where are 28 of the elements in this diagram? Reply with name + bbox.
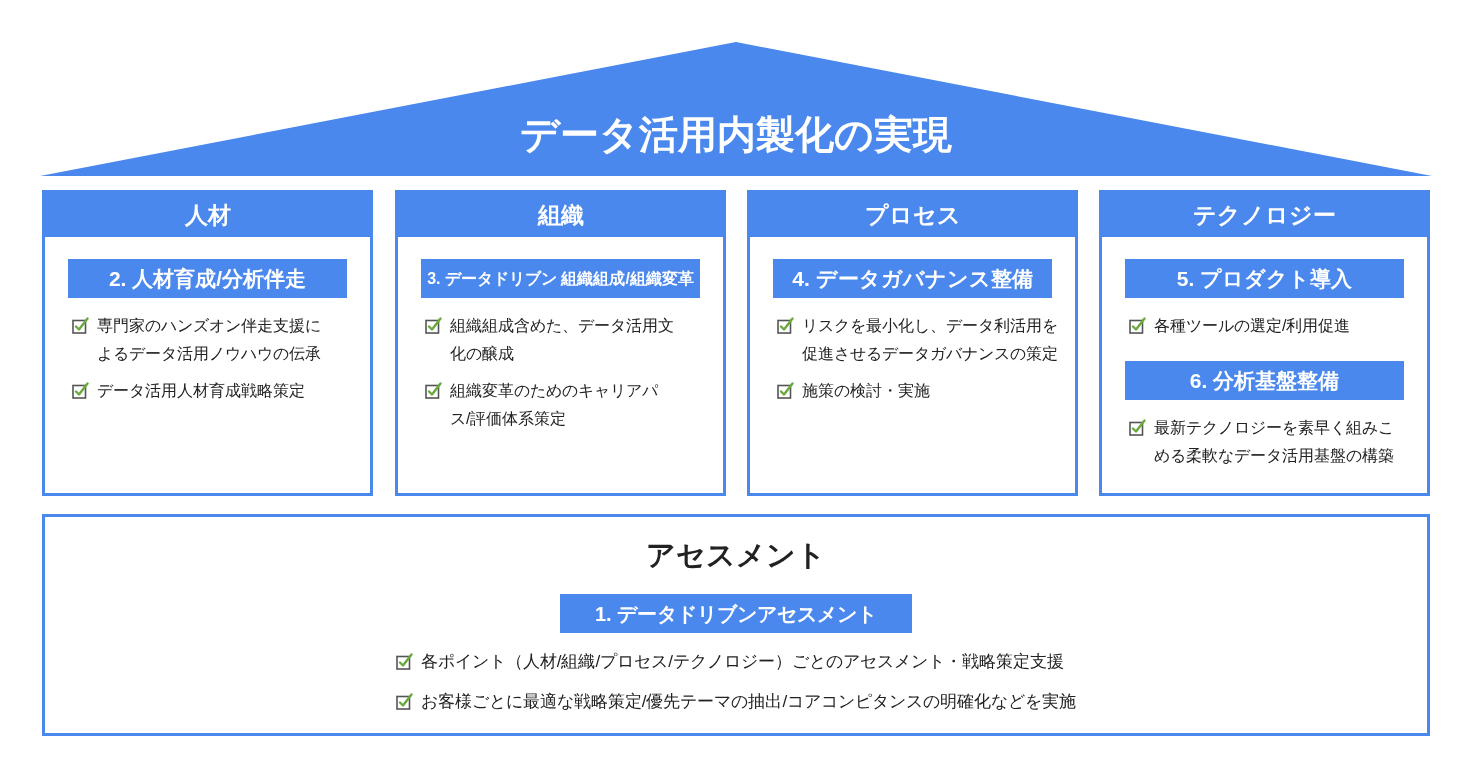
checklist-item: 各種ツールの選定/利用促進 [1154,316,1352,336]
panel-heading: アセスメント [646,538,826,573]
heading-bar: 3. データドリブン 組織組成/組織変革 [421,259,700,298]
checklist-item: 専門家のハンズオン伴走支援によるデータ活用ノウハウの伝承 [97,316,322,364]
pillar-card [1099,190,1430,496]
roof-shape [40,42,1432,176]
checklist-item: データ活用人材育成戦略策定 [97,381,306,401]
checklist-item: 各ポイント（人材/組織/プロセス/テクノロジー）ごとのアセスメント・戦略策定支援 [420,651,1064,673]
checklist-item: 最新テクノロジーを素早く組みこめる柔軟なデータ活用基盤の構築 [1154,418,1395,466]
pillar-card [42,190,373,496]
checklist-item: リスクを最小化し、データ利活用を促進させるデータガバナンスの策定 [802,316,1059,364]
heading-bar: 2. 人材育成/分析伴走 [68,259,347,298]
pillar-card [395,190,726,496]
checklist-item: 施策の検討・実施 [802,381,931,401]
heading-bar: 5. プロダクト導入 [1125,259,1404,298]
pillar-header: 組織 [398,193,723,237]
heading-bar: 4. データガバナンス整備 [773,259,1052,298]
checklist-item: 組織変革のためのキャリアパス/評価体系策定 [450,381,659,429]
pillar-header: プロセス [750,193,1075,237]
heading-bar: 1. データドリブンアセスメント [560,594,912,633]
pillar-header: 人材 [45,193,370,237]
pillar-header: テクノロジー [1102,193,1427,237]
checklist-item: 組織組成含めた、データ活用文化の醸成 [450,316,675,364]
heading-bar: 6. 分析基盤整備 [1125,361,1404,400]
assessment-panel [42,514,1430,736]
checklist-item: お客様ごとに最適な戦略策定/優先テーマの抽出/コアコンピタンスの明確化などを実施 [420,691,1077,713]
pillar-card [747,190,1078,496]
roof-title: データ活用内製化の実現 [520,112,952,158]
